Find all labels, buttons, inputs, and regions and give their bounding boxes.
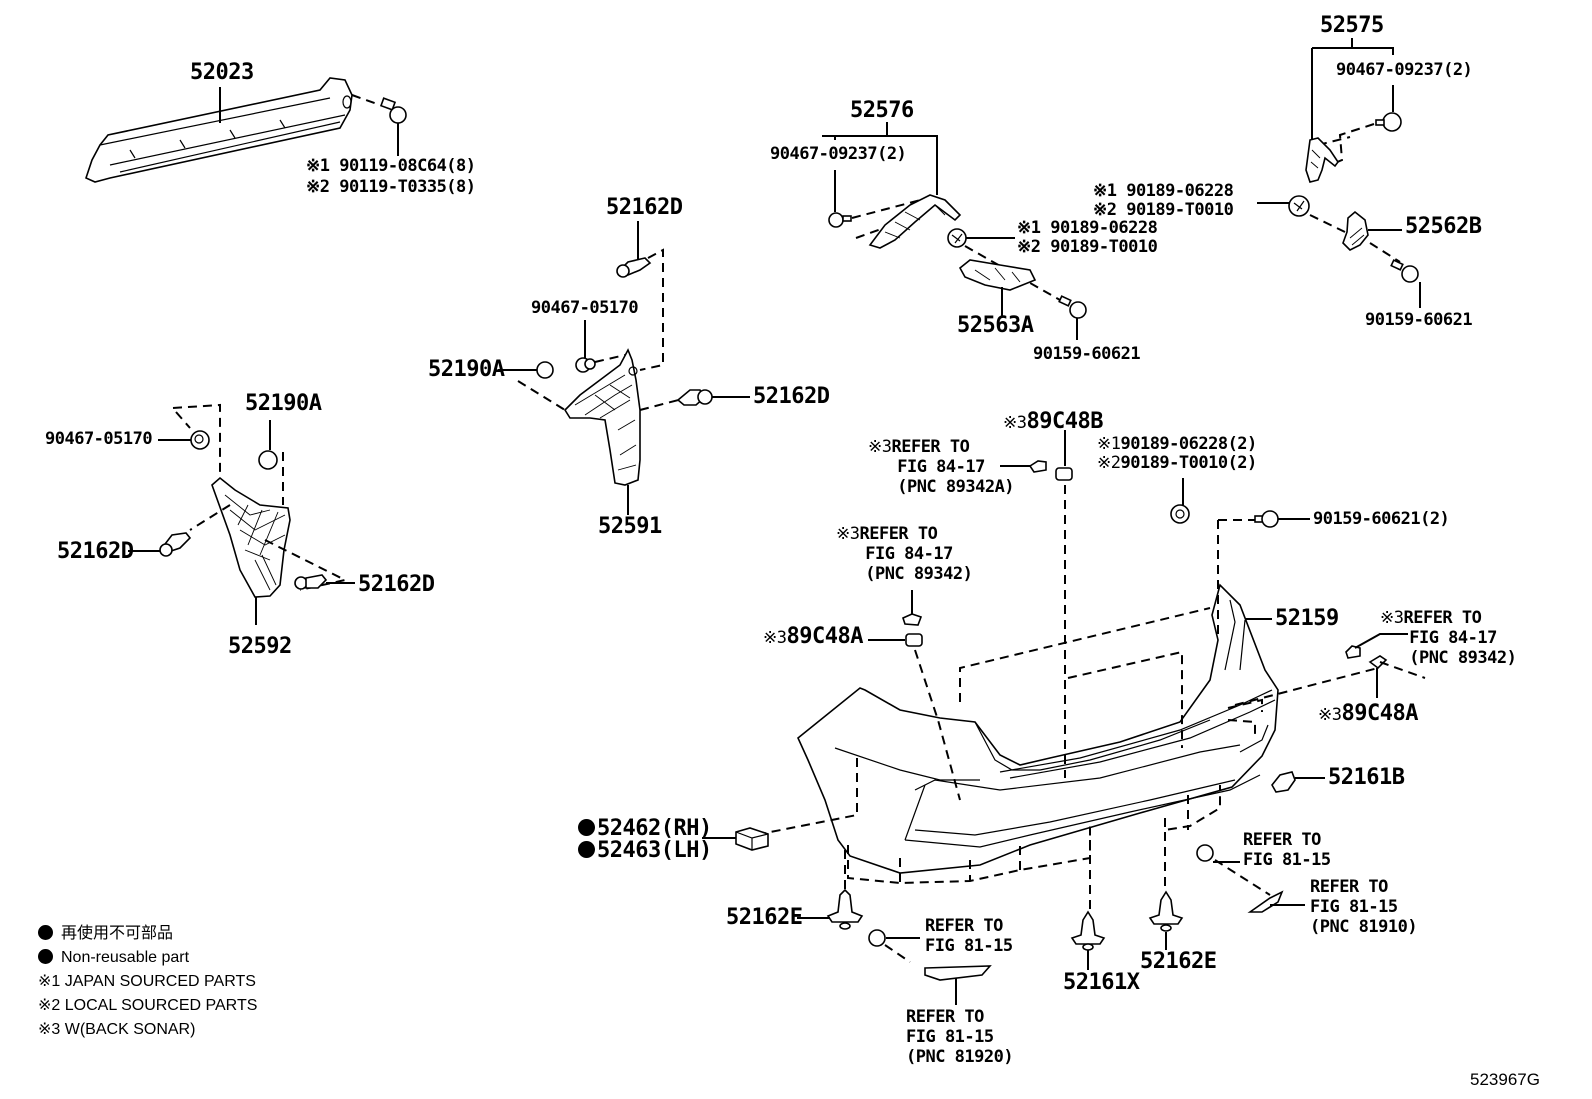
part-number-52162D-mid-right[interactable]: 52162D [753, 384, 830, 409]
part-number-52162E-right[interactable]: 52162E [1140, 949, 1217, 974]
legend-note-1: ※1 JAPAN SOURCED PARTS [38, 973, 256, 990]
nut-label-90189-06228-b[interactable]: ※1 90189-06228 [1093, 181, 1234, 201]
nut-icon [536, 361, 554, 379]
bolt-icon [1390, 259, 1419, 283]
sonar-sensor-89C48A [905, 633, 923, 647]
bolt-label-90159-60621-c[interactable]: 90159-60621(2) [1313, 509, 1450, 529]
nut-label-90189-06228-c[interactable]: ※190189-06228(2) [1097, 434, 1257, 454]
clip-icon [575, 357, 596, 373]
part-number-52591[interactable]: 52591 [598, 514, 662, 539]
nut-label-90189-T0010-b[interactable]: ※2 90189-T0010 [1093, 200, 1234, 220]
note-mark-3: ※3 [1003, 413, 1027, 433]
screw-icon [868, 929, 886, 947]
clip-icon [294, 574, 328, 590]
nut-icon [190, 430, 210, 450]
part-number-52190A-mid[interactable]: 52190A [428, 357, 505, 382]
part-number-52190A-left[interactable]: 52190A [245, 391, 322, 416]
part-number-52563A[interactable]: 52563A [957, 313, 1034, 338]
legend-note-2: ※2 LOCAL SOURCED PARTS [38, 997, 258, 1014]
bolt-icon [1058, 295, 1087, 319]
cover-52161B[interactable] [1271, 771, 1296, 793]
part-number-52462-rh[interactable]: 52462(RH) [578, 818, 712, 840]
sonar-reference-89342A[interactable]: ※3REFER TO FIG 84-17 (PNC 89342A) [868, 437, 1015, 497]
bolt-icon [379, 97, 407, 124]
part-number-89C48A-left[interactable]: ※389C48A [763, 624, 863, 649]
bracket-52576[interactable] [868, 194, 962, 249]
part-number-52162D-top[interactable]: 52162D [606, 195, 683, 220]
part-number-52159[interactable]: 52159 [1275, 606, 1339, 631]
nut-label-90189-T0010-a[interactable]: ※2 90189-T0010 [1017, 237, 1158, 257]
clip-icon [159, 532, 192, 557]
bolt-label-90119-08C64[interactable]: ※1 90119-08C64(8) [306, 156, 476, 176]
clip-52162E-left[interactable] [826, 888, 864, 930]
part-number-89C48B[interactable]: ※389C48B [1003, 409, 1103, 434]
part-number-89C48A-right[interactable]: ※389C48A [1318, 701, 1418, 726]
part-number-52162D-left[interactable]: 52162D [57, 539, 134, 564]
legend: 再使用不可部品 Non-reusable part ※1 JAPAN SOURC… [38, 922, 257, 1042]
clip-icon [676, 389, 713, 406]
sonar-sensor-89C48B [1055, 467, 1073, 481]
legend-non-reusable-en: Non-reusable part [38, 946, 257, 970]
part-number-52463-lh[interactable]: 52463(LH) [578, 840, 712, 862]
sonar-connector-89342 [902, 613, 923, 626]
screw-label-90467-09237-b[interactable]: 90467-09237(2) [1336, 60, 1473, 80]
nut-icon [1170, 504, 1190, 524]
legend-note-3: ※3 W(BACK SONAR) [38, 1021, 196, 1038]
reinforcement-beam-52023[interactable] [85, 77, 353, 183]
non-reusable-dot-icon [38, 949, 53, 964]
clip-label-90467-05170-left[interactable]: 90467-05170 [45, 429, 153, 449]
bolt-label-90159-60621-a[interactable]: 90159-60621 [1033, 344, 1141, 364]
bracket-52575[interactable] [1305, 137, 1339, 183]
pad-52462-52463[interactable] [735, 827, 769, 851]
nut-label-90189-06228-a[interactable]: ※1 90189-06228 [1017, 218, 1158, 238]
bracket-52562B[interactable] [1342, 210, 1369, 251]
non-reusable-dot-icon [578, 841, 595, 858]
screw-icon [1375, 112, 1402, 132]
nut-icon [258, 450, 278, 470]
sonar-sensor-89C48A-right [1368, 655, 1388, 670]
moulding-81920 [924, 965, 992, 981]
moulding-81910 [1247, 890, 1284, 913]
part-number-52161X[interactable]: 52161X [1063, 970, 1140, 995]
sonar-reference-89342-right[interactable]: ※3REFER TO FIG 84-17 (PNC 89342) [1380, 608, 1517, 668]
figure-number: 523967G [1470, 1070, 1540, 1089]
rear-bumper-cover-52159[interactable] [797, 583, 1279, 874]
bolt-label-90159-60621-b[interactable]: 90159-60621 [1365, 310, 1473, 330]
legend-non-reusable-jp: 再使用不可部品 [38, 922, 257, 946]
clip-52162E-right[interactable] [1148, 890, 1184, 932]
spacer-52591[interactable] [563, 348, 641, 486]
part-number-52162E-left[interactable]: 52162E [726, 905, 803, 930]
sonar-connector-89342-right [1345, 645, 1361, 659]
part-number-52161B[interactable]: 52161B [1328, 765, 1405, 790]
nut-icon [947, 228, 967, 248]
part-number-52576[interactable]: 52576 [850, 98, 914, 123]
sonar-reference-89342-left[interactable]: ※3REFER TO FIG 84-17 (PNC 89342) [836, 524, 973, 584]
nut-label-90189-T0010-c[interactable]: ※290189-T0010(2) [1097, 453, 1257, 473]
clip-label-90467-05170-mid[interactable]: 90467-05170 [531, 298, 639, 318]
clip-52161X[interactable] [1070, 910, 1106, 951]
bolt-icon [1254, 510, 1279, 528]
non-reusable-dot-icon [578, 819, 595, 836]
part-number-52592[interactable]: 52592 [228, 634, 292, 659]
screw-icon [828, 212, 852, 228]
screw-icon [1196, 844, 1214, 862]
part-number-52023[interactable]: 52023 [190, 60, 254, 85]
spacer-52592[interactable] [211, 476, 291, 598]
part-number-52575[interactable]: 52575 [1320, 13, 1384, 38]
sonar-connector-89342A [1028, 460, 1047, 473]
non-reusable-dot-icon [38, 925, 53, 940]
bracket-52563A[interactable] [958, 259, 1037, 291]
part-number-52162D-left-right[interactable]: 52162D [358, 572, 435, 597]
screw-label-90467-09237-a[interactable]: 90467-09237(2) [770, 144, 907, 164]
nut-icon [1288, 195, 1310, 217]
clip-icon [616, 257, 652, 278]
part-number-52562B[interactable]: 52562B [1405, 214, 1482, 239]
bolt-label-90119-T0335[interactable]: ※2 90119-T0335(8) [306, 177, 476, 197]
